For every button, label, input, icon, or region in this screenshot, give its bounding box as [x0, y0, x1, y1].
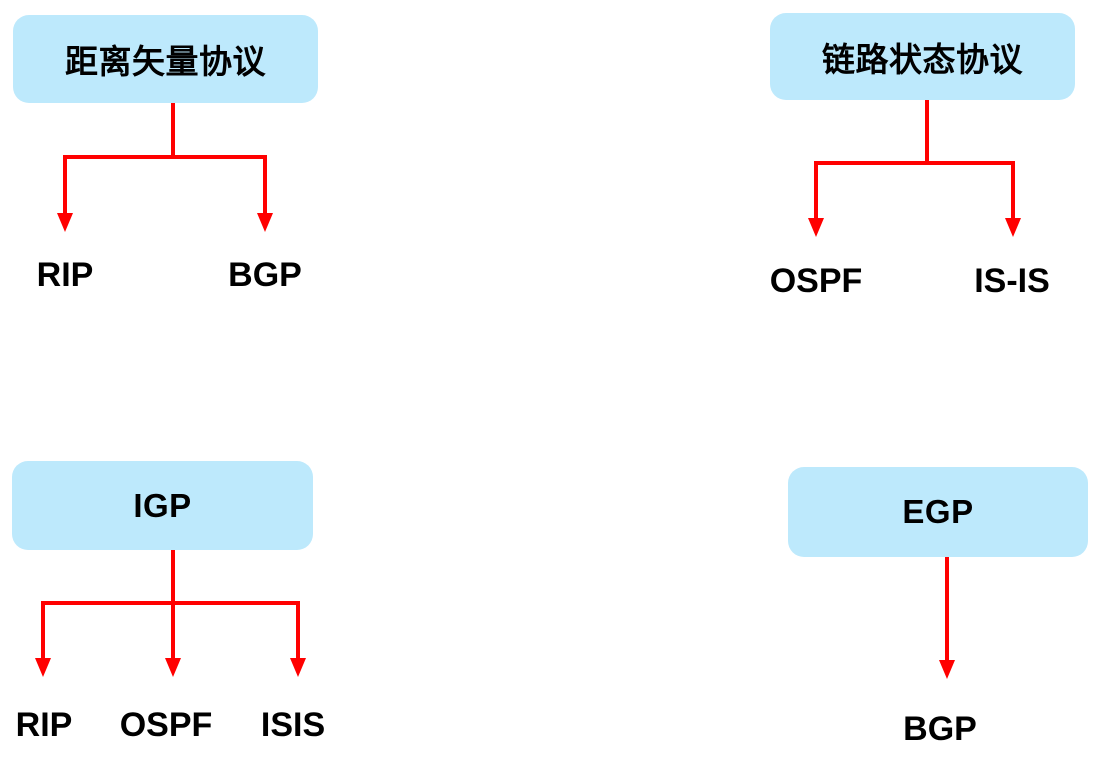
node-box-link-state: 链路状态协议 [770, 13, 1075, 100]
node-box-igp: IGP [12, 461, 313, 550]
connector-stem [171, 103, 175, 157]
connector-drop [263, 155, 267, 213]
node-label-rip: RIP [36, 256, 94, 294]
node-label-ospf: OSPF [769, 262, 863, 300]
arrowhead-down-icon [808, 218, 824, 237]
node-label-is-is: IS-IS [974, 262, 1050, 300]
arrowhead-down-icon [1005, 218, 1021, 237]
connector-bar [814, 161, 1015, 165]
connector-drop [296, 601, 300, 658]
connector-drop [63, 155, 67, 213]
arrowhead-down-icon [290, 658, 306, 677]
arrowhead-down-icon [939, 660, 955, 679]
arrowhead-down-icon [165, 658, 181, 677]
node-label-ospf: OSPF [119, 706, 213, 744]
node-label-bgp: BGP [228, 256, 302, 294]
connector-stem [171, 550, 175, 603]
node-box-distance-vector: 距离矢量协议 [13, 15, 318, 103]
node-box-egp: EGP [788, 467, 1088, 557]
connector-drop [171, 601, 175, 658]
connector-drop [1011, 161, 1015, 218]
node-label-rip: RIP [15, 706, 73, 744]
node-label-isis: ISIS [260, 706, 326, 744]
connector-stem [925, 100, 929, 163]
arrowhead-down-icon [257, 213, 273, 232]
connector-bar [63, 155, 267, 159]
node-label-bgp: BGP [903, 710, 977, 748]
arrowhead-down-icon [35, 658, 51, 677]
connector-bar [41, 601, 300, 605]
connector-stem [945, 557, 949, 660]
connector-drop [41, 601, 45, 658]
arrowhead-down-icon [57, 213, 73, 232]
connector-drop [814, 161, 818, 218]
